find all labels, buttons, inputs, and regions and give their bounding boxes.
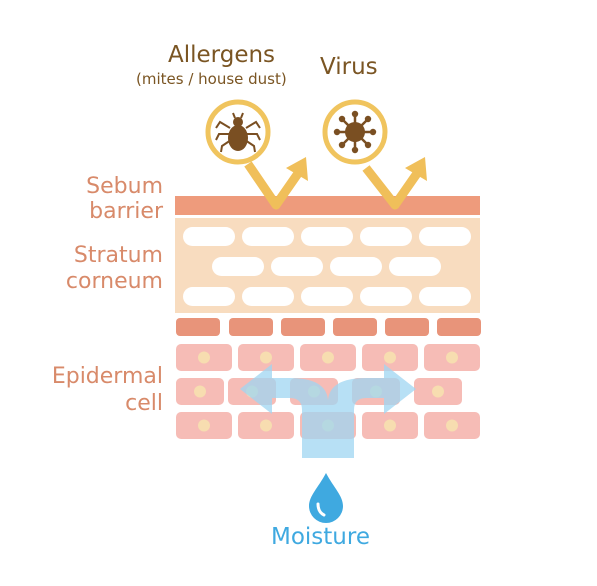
basal-cell <box>281 318 325 336</box>
virus-label: Virus <box>320 54 378 80</box>
cell-nucleus <box>322 351 334 364</box>
corneum-cell <box>330 257 382 276</box>
corneum-cell <box>419 287 471 306</box>
cell-nucleus <box>260 419 272 432</box>
virus-icon <box>322 99 388 165</box>
stratum-corneum-label-line1: Stratum <box>73 243 163 268</box>
epidermal-cell-label-line1: Epidermal <box>51 364 163 389</box>
cell-nucleus <box>198 351 210 364</box>
corneum-cell <box>301 227 353 246</box>
cell-nucleus <box>198 419 210 432</box>
corneum-cell <box>242 287 294 306</box>
cell-nucleus <box>432 385 444 398</box>
basal-cell <box>333 318 377 336</box>
sebum-barrier-label-line2: barrier <box>89 199 163 224</box>
corneum-cell <box>419 227 471 246</box>
cell-nucleus <box>446 419 458 432</box>
basal-cell <box>437 318 481 336</box>
virus-deflect-arrow <box>362 157 427 210</box>
corneum-cell <box>360 227 412 246</box>
corneum-cells <box>183 227 471 306</box>
corneum-cell <box>183 287 235 306</box>
sebum-barrier-layer <box>175 196 480 215</box>
cell-nucleus <box>384 419 396 432</box>
moisture-flow-arrow <box>240 364 416 458</box>
moisture-label: Moisture <box>271 524 370 550</box>
cell-nucleus <box>194 385 206 398</box>
corneum-cell <box>360 287 412 306</box>
corneum-cell <box>389 257 441 276</box>
basal-cells <box>176 318 481 336</box>
cell-nucleus <box>260 351 272 364</box>
corneum-cell <box>271 257 323 276</box>
corneum-cell <box>301 287 353 306</box>
allergens-label: Allergens <box>168 42 276 68</box>
cell-nucleus <box>446 351 458 364</box>
water-drop-icon <box>309 473 343 523</box>
corneum-cell <box>242 227 294 246</box>
mite-icon <box>205 99 271 165</box>
epidermal-cell-label-line2: cell <box>125 391 163 416</box>
sebum-barrier-label-line1: Sebum <box>86 174 163 199</box>
stratum-corneum-label-line2: corneum <box>65 269 163 294</box>
basal-cell <box>229 318 273 336</box>
corneum-cell <box>183 227 235 246</box>
allergens-sublabel: (mites / house dust) <box>136 70 287 88</box>
allergen-deflect-arrow <box>244 157 308 210</box>
cell-nucleus <box>384 351 396 364</box>
basal-cell <box>385 318 429 336</box>
basal-cell <box>176 318 220 336</box>
corneum-cell <box>212 257 264 276</box>
